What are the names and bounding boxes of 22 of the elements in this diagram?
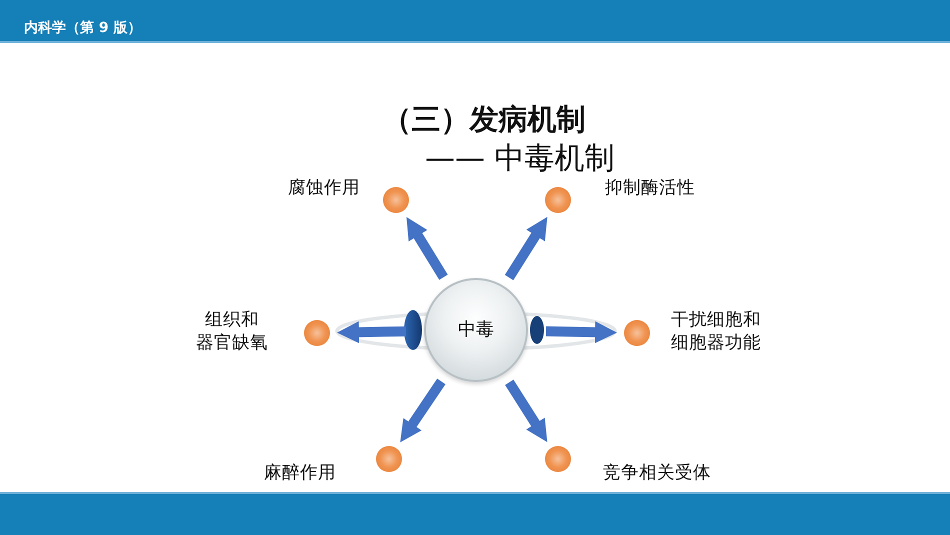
dot-marker [545, 187, 571, 213]
slide-title: （三）发病机制 [382, 101, 586, 137]
header-title: 内科学（第 9 版） [24, 19, 142, 38]
node-label: 中毒 [458, 319, 494, 341]
dot-label: 麻醉作用 [264, 462, 336, 485]
arrow [504, 216, 548, 280]
arrow [337, 321, 406, 344]
dot-label: 腐蚀作用 [288, 177, 360, 200]
dot-label: 竞争相关受体 [603, 462, 711, 485]
arrow [505, 380, 548, 442]
arrow [406, 217, 448, 280]
dot-marker [383, 187, 409, 213]
dot-marker [304, 320, 330, 346]
dot-marker [376, 446, 402, 472]
arrow [546, 321, 617, 344]
dot-label: 干扰细胞和细胞器功能 [671, 309, 761, 355]
dot-label: 抑制酶活性 [605, 177, 695, 200]
slide-subtitle: —— 中毒机制 [425, 141, 615, 177]
arrow [400, 378, 446, 442]
dot-marker [545, 446, 571, 472]
dot-label: 组织和器官缺氧 [195, 309, 269, 355]
dot-marker [624, 320, 650, 346]
